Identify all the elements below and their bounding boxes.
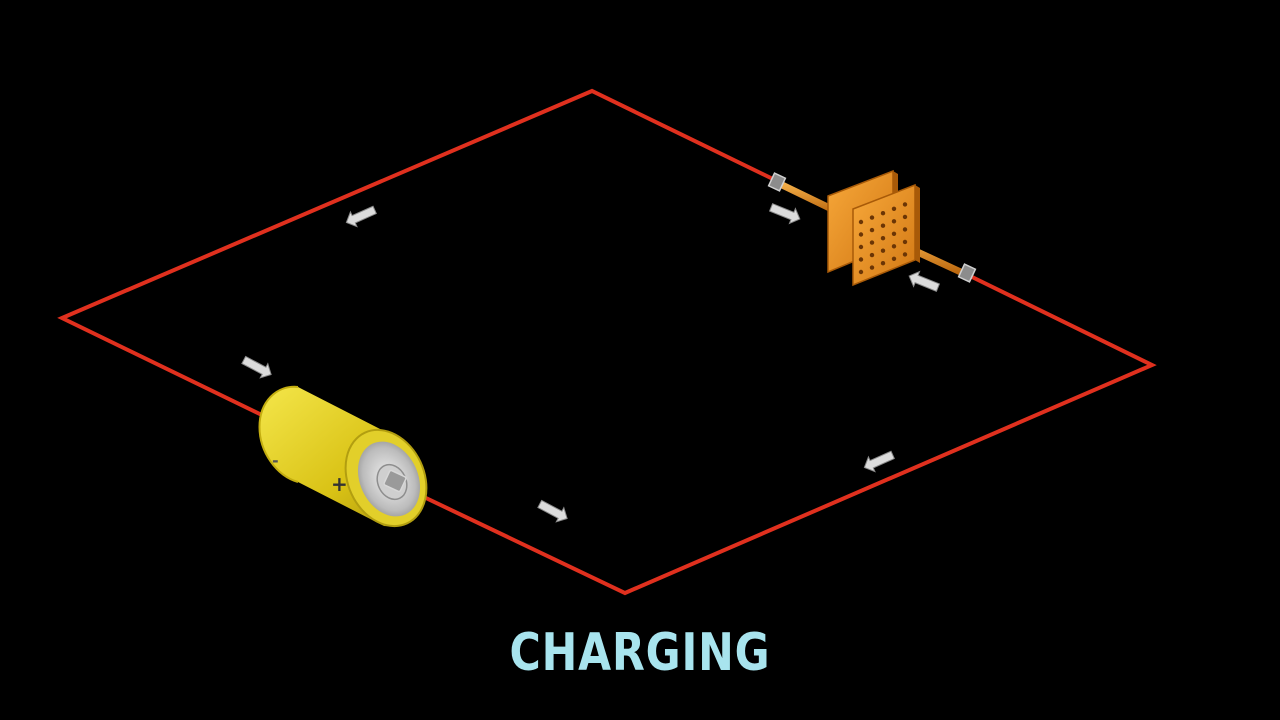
plate-hole	[858, 232, 864, 237]
wire-bottom-right	[404, 273, 1157, 596]
plate-hole	[902, 239, 908, 245]
plate-hole	[891, 219, 897, 224]
plate-hole	[902, 252, 908, 257]
electron-arrow-icon	[863, 450, 895, 473]
plate-hole	[869, 240, 875, 245]
plate-hole	[869, 265, 875, 270]
wire-main	[57, 88, 776, 420]
capacitor-plate-holes	[858, 202, 908, 275]
capacitor-icon	[767, 169, 977, 287]
plate-hole	[869, 215, 875, 220]
plate-hole	[880, 211, 886, 216]
plate-hole	[880, 223, 886, 228]
caption-charging: CHARGING	[509, 623, 771, 683]
plate-hole	[880, 236, 886, 241]
plate-hole	[858, 244, 864, 250]
plate-hole	[880, 261, 886, 266]
electron-arrow-icon	[908, 270, 941, 292]
electron-arrows	[241, 203, 941, 523]
plate-hole	[891, 244, 897, 249]
electron-arrow-icon	[241, 355, 272, 379]
plate-hole	[902, 214, 908, 220]
battery-icon: + -	[258, 385, 428, 528]
plate-hole	[880, 248, 886, 253]
plate-hole	[858, 257, 864, 262]
plate-hole	[891, 231, 897, 236]
plate-hole	[869, 252, 875, 258]
electron-arrow-icon	[345, 205, 377, 228]
plate-hole	[902, 202, 908, 207]
battery-terminal	[383, 469, 407, 493]
circuit-wire	[57, 88, 1157, 596]
plate-hole	[891, 206, 897, 211]
capacitor-terminal-left	[767, 172, 787, 192]
plate-hole	[858, 269, 864, 275]
plate-hole	[858, 219, 864, 225]
electron-arrow-icon	[537, 499, 568, 523]
electron-arrow-icon	[768, 203, 801, 225]
battery-positive-sign: +	[331, 472, 348, 496]
capacitor-terminal-right	[957, 263, 977, 283]
plate-hole	[869, 227, 875, 233]
plate-hole	[902, 227, 908, 232]
plate-hole	[891, 256, 897, 261]
battery-negative-sign: -	[272, 451, 279, 470]
